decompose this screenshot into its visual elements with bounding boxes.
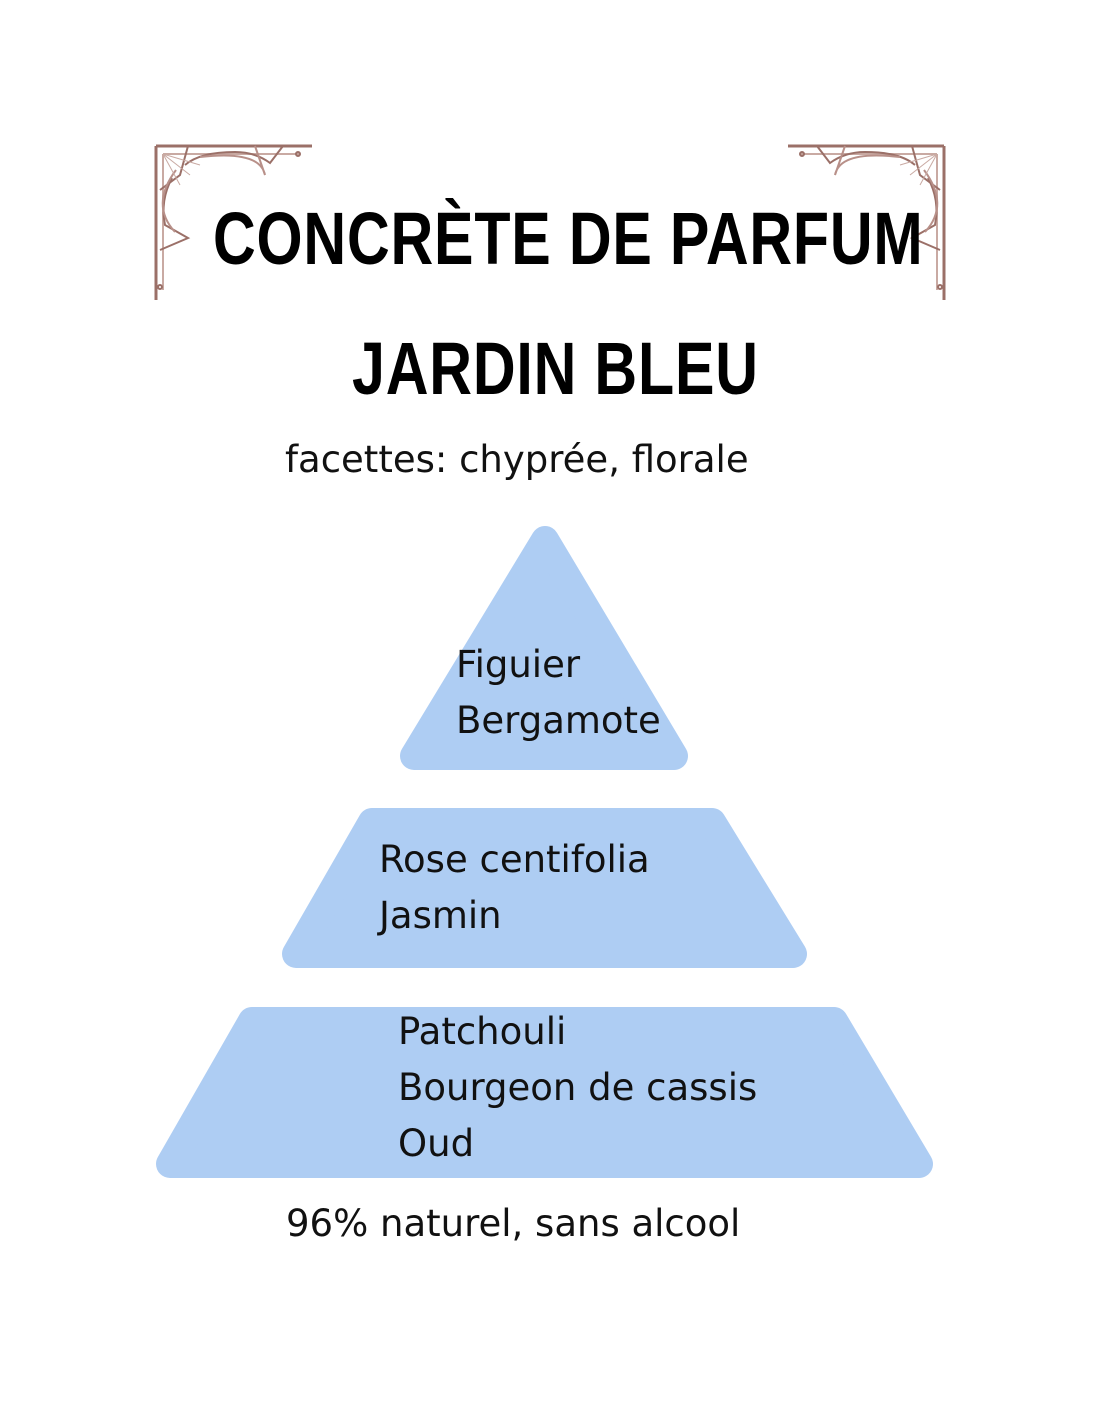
heart-notes: Rose centifolia Jasmin: [379, 832, 650, 944]
note-item: Bergamote: [456, 699, 661, 742]
note-item: Bourgeon de cassis: [398, 1066, 758, 1109]
footer-text: 96% naturel, sans alcool: [286, 1202, 741, 1245]
pyramid-top-tier: [400, 526, 688, 770]
note-item: Oud: [398, 1122, 475, 1165]
note-item: Rose centifolia: [379, 838, 650, 881]
pyramid-middle-tier: [282, 808, 807, 968]
pyramid-base-tier: [156, 1007, 933, 1178]
note-item: Jasmin: [379, 894, 502, 937]
note-item: Patchouli: [398, 1010, 567, 1053]
page-title: CONCRÈTE DE PARFUM: [213, 197, 924, 280]
note-item: Figuier: [456, 643, 581, 686]
facets-text: facettes: chyprée, florale: [285, 438, 749, 481]
top-notes: Figuier Bergamote: [456, 637, 661, 749]
base-notes: Patchouli Bourgeon de cassis Oud: [398, 1004, 757, 1172]
product-name: JARDIN BLEU: [352, 327, 759, 410]
